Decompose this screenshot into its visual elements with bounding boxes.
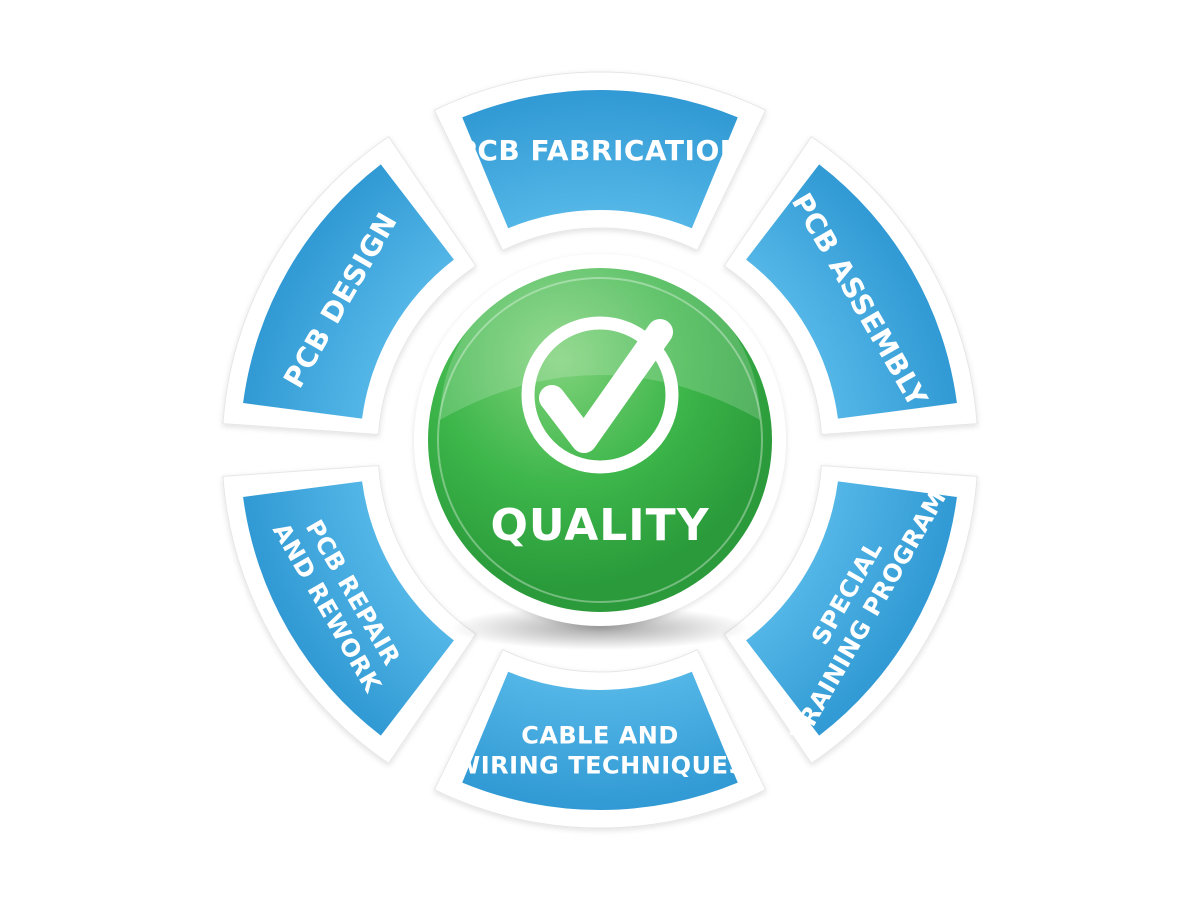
segment-band [243,164,454,419]
segment-pcb-design: PCB DESIGN [222,135,477,436]
segment-pcb-fabrication: PCB FABRICATION [433,71,767,252]
center-badge-fill [428,268,772,612]
segment-band [462,89,738,229]
segment-label: PCB FABRICATION [456,134,743,167]
segment-label-line: CABLE AND [521,721,679,749]
segment-pcb-repair-and-rework: PCB REPAIRAND REWORK [222,464,477,765]
center-label: QUALITY [490,500,709,551]
segment-special-training-programs: SPECIALTRAINING PROGRAMS [723,464,978,765]
segment-band [462,671,738,810]
center-badge: QUALITY [414,254,786,626]
segment-band [746,481,957,736]
center-badge-inner-ring [437,277,763,603]
segment-band [746,164,957,419]
center-shadow [450,606,750,650]
segment-band [243,481,454,736]
checkmark-circle-icon [521,316,679,474]
center-gloss [440,260,760,420]
segment-label-line: WIRING TECHNIQUES [454,751,747,779]
segment-label-line: PCB FABRICATION [456,134,743,167]
